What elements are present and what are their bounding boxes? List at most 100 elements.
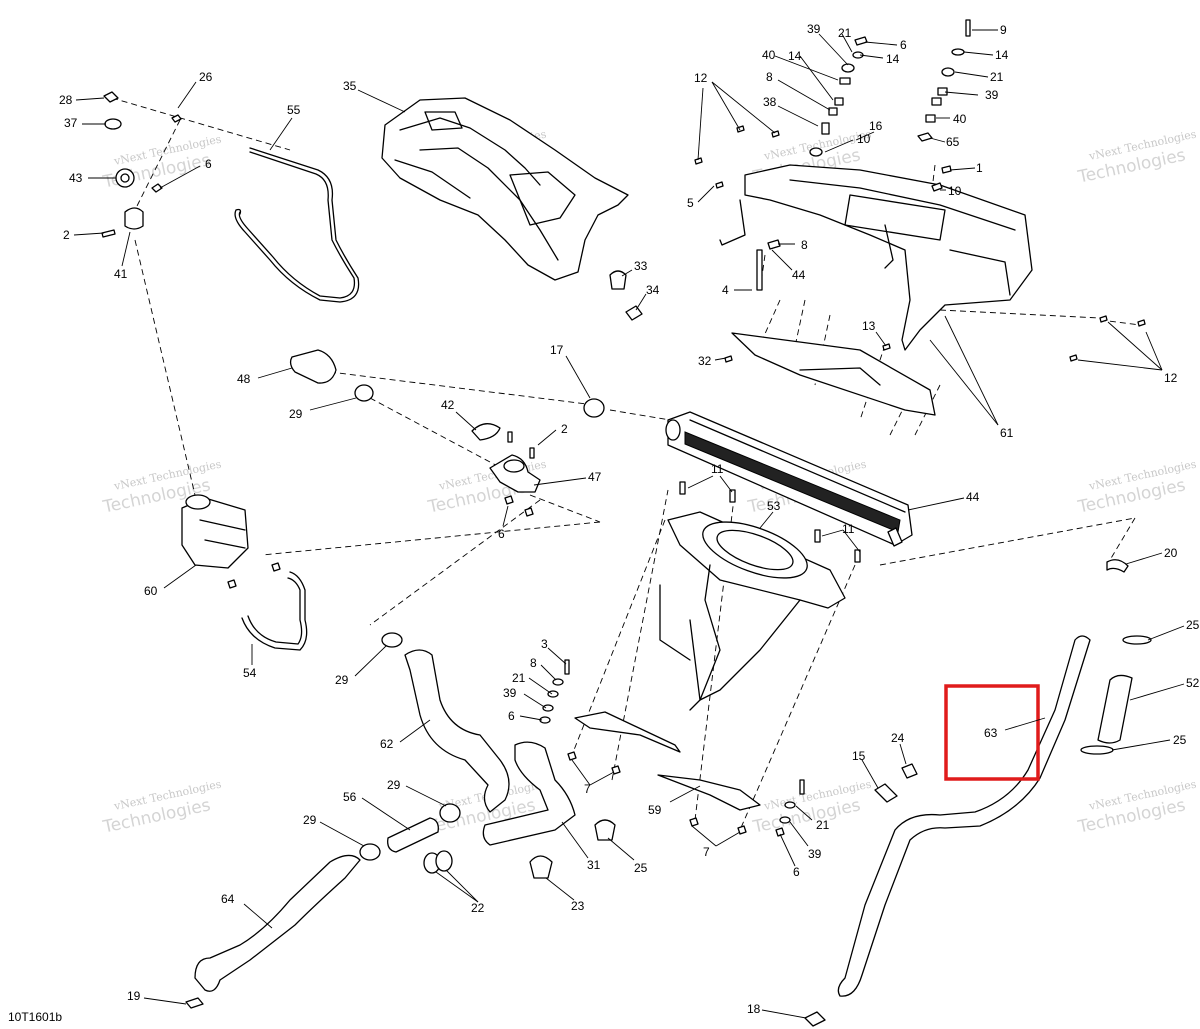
- callout-6: 6: [498, 527, 505, 541]
- callout-44: 44: [966, 490, 980, 504]
- callout-32: 32: [698, 354, 712, 368]
- callout-35: 35: [343, 79, 357, 93]
- callout-65: 65: [946, 135, 960, 149]
- hose-62: [404, 649, 510, 813]
- callout-40: 40: [762, 48, 776, 62]
- callout-7: 7: [584, 782, 591, 796]
- assembly-line: [739, 564, 856, 831]
- screw-2: [101, 229, 116, 238]
- clamp-29: [354, 384, 374, 402]
- overflow-hose-55: [234, 147, 360, 303]
- watermarks: vNext Technologies Technologies vNext Te…: [100, 127, 1197, 837]
- assembly-line: [369, 397, 506, 471]
- callout-21: 21: [990, 70, 1004, 84]
- assembly-line: [134, 239, 196, 496]
- washer-37: [104, 118, 122, 130]
- callout-labels: 26 28 37 43 6 2 41 55 35 33 34 39 21 6 1…: [59, 22, 1200, 1016]
- pipe-63: [837, 635, 1091, 997]
- fitting-41: [124, 207, 144, 230]
- bolt-11: [814, 529, 821, 543]
- bolt-11: [854, 549, 861, 563]
- radiator-44: [665, 411, 913, 547]
- assembly-line: [369, 499, 541, 626]
- callout-14: 14: [886, 52, 900, 66]
- highlight-box: [944, 684, 1040, 781]
- callout-48: 48: [237, 372, 251, 386]
- bolt-11: [679, 481, 686, 495]
- assembly-line: [859, 344, 886, 421]
- fitting-26: [171, 114, 182, 123]
- callout-1: 1: [976, 161, 983, 175]
- clamp-29: [381, 632, 403, 648]
- callout-12: 12: [694, 71, 708, 85]
- callout-21: 21: [816, 818, 830, 832]
- assembly-line: [1099, 319, 1141, 326]
- document-code: 10T1601b: [8, 1010, 63, 1024]
- callout-39: 39: [503, 686, 517, 700]
- hose-54-inner: [247, 577, 303, 645]
- callout-2: 2: [63, 228, 70, 242]
- callout-11: 11: [711, 462, 724, 476]
- callout-14: 14: [995, 48, 1009, 62]
- callout-6: 6: [793, 865, 800, 879]
- callout-13: 13: [862, 319, 876, 333]
- hose-54: [241, 571, 308, 651]
- callout-43: 43: [69, 171, 83, 185]
- callout-39: 39: [808, 847, 822, 861]
- callout-16: 16: [869, 119, 883, 133]
- clamp-20: [1106, 559, 1129, 573]
- callout-44: 44: [792, 268, 806, 282]
- shroud-35: [381, 97, 629, 281]
- clamp-23: [529, 855, 553, 879]
- callout-25: 25: [1186, 618, 1200, 632]
- callout-10: 10: [948, 184, 962, 198]
- assembly-line: [111, 97, 291, 151]
- clamp-17: [583, 398, 605, 418]
- callout-6: 6: [205, 157, 212, 171]
- clamp-19: [185, 997, 204, 1009]
- callout-3: 3: [541, 637, 548, 651]
- callout-34: 34: [646, 283, 660, 297]
- support-frame-61: [719, 164, 1033, 351]
- callout-56: 56: [343, 790, 357, 804]
- overflow-hose-55-inner: [238, 151, 356, 299]
- callout-11: 11: [842, 522, 855, 536]
- callout-15: 15: [852, 749, 866, 763]
- callout-5: 5: [687, 196, 694, 210]
- shield-plate: [731, 332, 936, 416]
- callout-39: 39: [807, 22, 821, 36]
- clip-24: [901, 763, 918, 779]
- callout-10: 10: [857, 132, 871, 146]
- clip-33: [609, 270, 627, 290]
- callout-29: 29: [289, 407, 303, 421]
- callout-25: 25: [634, 861, 648, 875]
- hose-48: [289, 349, 337, 384]
- callout-12: 12: [1164, 371, 1178, 385]
- clamp-29: [439, 803, 461, 823]
- callout-23: 23: [571, 899, 585, 913]
- callout-64: 64: [221, 892, 235, 906]
- callout-42: 42: [441, 398, 455, 412]
- callout-38: 38: [763, 95, 777, 109]
- callout-6: 6: [900, 38, 907, 52]
- callout-29: 29: [335, 673, 349, 687]
- callout-41: 41: [114, 267, 128, 281]
- washer-22: [435, 850, 453, 872]
- callout-33: 33: [634, 259, 648, 273]
- assembly-line: [329, 371, 596, 406]
- callout-7: 7: [703, 845, 710, 859]
- clamp-29: [359, 843, 381, 861]
- callout-2: 2: [561, 422, 568, 436]
- callout-59: 59: [648, 803, 662, 817]
- reservoir-60: [181, 494, 249, 569]
- callout-19: 19: [127, 989, 141, 1003]
- callout-61: 61: [1000, 426, 1014, 440]
- assembly-line: [694, 489, 736, 821]
- callout-60: 60: [144, 584, 158, 598]
- assembly-line: [759, 254, 766, 291]
- callout-4: 4: [722, 283, 729, 297]
- clamp-25: [1122, 635, 1152, 645]
- pipe-56: [387, 817, 439, 853]
- clamp-25: [594, 819, 616, 841]
